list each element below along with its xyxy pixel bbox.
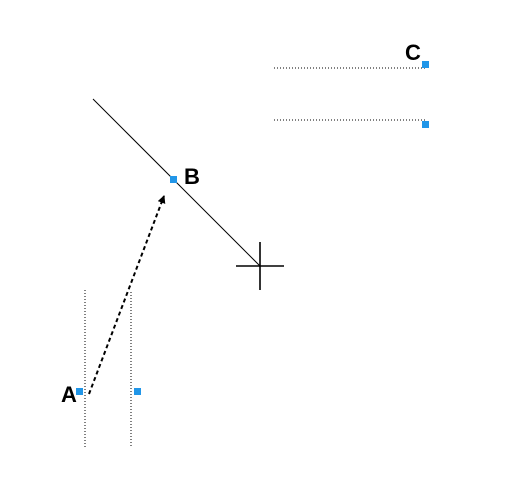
snap-point-c-guide-icon[interactable] bbox=[422, 121, 429, 128]
snap-point-a-icon[interactable] bbox=[76, 388, 83, 395]
snap-point-b-icon[interactable] bbox=[170, 176, 177, 183]
dashed-arrow-icon bbox=[88, 195, 166, 395]
snap-point-c-icon[interactable] bbox=[422, 61, 429, 68]
point-label-b: B bbox=[184, 164, 200, 189]
snap-point-a-guide-icon[interactable] bbox=[134, 388, 141, 395]
point-label-c: C bbox=[405, 40, 421, 65]
point-label-a: A bbox=[61, 382, 77, 407]
crosshair-cursor-icon bbox=[236, 242, 284, 290]
